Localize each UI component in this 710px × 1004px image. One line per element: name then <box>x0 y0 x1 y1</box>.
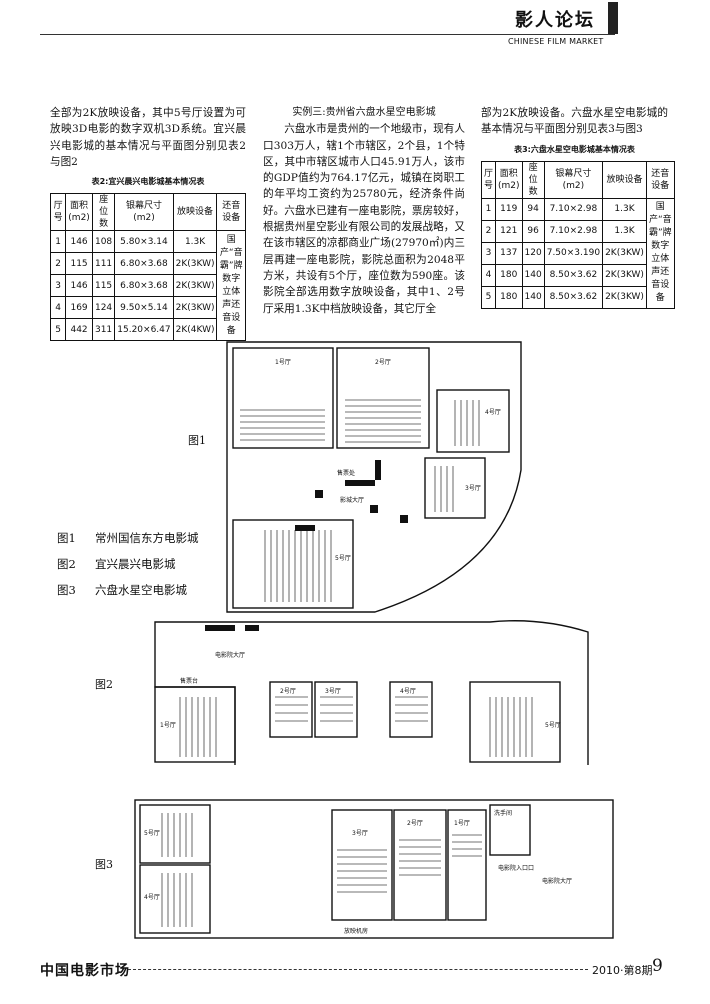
room-label: 售票台 <box>180 677 198 685</box>
hall-3-outline <box>331 809 393 921</box>
table3-caption: 表3:六盘水星空电影城基本情况表 <box>514 144 635 154</box>
hall-2-outline <box>336 347 430 449</box>
section-subtitle: CHINESE FILM MARKET <box>508 37 604 46</box>
hall-1-outline <box>447 809 487 921</box>
sound-equipment-cell: 国产“音霸”牌数字立体声还音设备 <box>645 197 675 309</box>
hall-4-outline <box>436 389 510 453</box>
room-label: 放映机房 <box>344 927 368 935</box>
column-1: 全部为2K放映设备，其中5号厅设置为可放映3D电影的数字双机3D系统。宜兴晨兴电… <box>49 105 246 342</box>
hall-5-outline <box>232 519 354 609</box>
room-label: 4号厅 <box>144 894 160 901</box>
header-rule <box>40 34 615 35</box>
hall-5-outline <box>139 804 211 864</box>
room-label: 电影院大厅 <box>215 651 245 659</box>
room-label: 1号厅 <box>275 359 291 366</box>
case-heading: 实例三:贵州省六盘水星空电影城 <box>292 107 436 118</box>
room-label: 5号厅 <box>545 722 561 729</box>
room-label: 2号厅 <box>280 688 296 695</box>
issue-number: 2010·第8期 <box>592 964 653 977</box>
room-label: 电影院大厅 <box>542 877 572 885</box>
room-label: 5号厅 <box>335 555 351 562</box>
hall-3-outline <box>314 681 358 738</box>
room-label: 洗手间 <box>494 809 512 817</box>
room-label: 4号厅 <box>485 409 501 416</box>
room-label: 影城大厅 <box>340 496 364 504</box>
room-label: 3号厅 <box>465 485 481 492</box>
room-label: 电影院入口口 <box>498 864 534 872</box>
room-label: 2号厅 <box>375 359 391 366</box>
room-label: 5号厅 <box>144 830 160 837</box>
header-marker <box>608 2 618 34</box>
floor-plan-figure-2: 电影院大厅 1号厅 2号厅 3号厅 4号厅 5号厅 售票台 <box>154 620 589 765</box>
hall-2-outline <box>393 809 447 921</box>
hall-5-outline <box>469 681 561 763</box>
sound-equipment-cell: 国产“音霸”牌数字立体声还音设备 <box>216 230 246 342</box>
table2-caption: 表2:宜兴晨兴电影城基本情况表 <box>91 177 205 187</box>
footer-rule <box>128 969 588 970</box>
washroom-outline <box>489 804 531 856</box>
col2-paragraph: 六盘水市是贵州的一个地级市，现有人口303万人，辖1个市辖区，2个县，1个特区，… <box>263 123 465 315</box>
room-label: 售票处 <box>337 469 355 477</box>
th-seats: 座位数 <box>91 193 116 232</box>
hall-1-outline <box>154 686 236 763</box>
fig3-label: 图3 <box>95 858 113 871</box>
room-label: 3号厅 <box>325 688 341 695</box>
hall-3-outline <box>424 457 486 519</box>
hall-2-outline <box>269 681 313 738</box>
th-sound: 还音设备 <box>216 193 246 232</box>
th-projector: 放映设备 <box>172 193 218 232</box>
room-label: 4号厅 <box>400 688 416 695</box>
th-area: 面积(m2) <box>65 193 93 232</box>
section-title: 影人论坛 <box>515 10 595 31</box>
room-label: 2号厅 <box>407 820 423 827</box>
fig2-label: 图2 <box>95 678 113 691</box>
floor-plan-figure-1: 1号厅 2号厅 4号厅 3号厅 5号厅 影城大厅 售票处 <box>226 341 522 613</box>
col1-paragraph: 全部为2K放映设备，其中5号厅设置为可放映3D电影的数字双机3D系统。宜兴晨兴电… <box>50 107 246 168</box>
fig1-label: 图1 <box>188 434 206 447</box>
room-label: 1号厅 <box>160 722 176 729</box>
col3-paragraph: 部为2K放映设备。六盘水星空电影城的基本情况与平面图分别见表3与图3 <box>481 107 668 136</box>
hall-4-outline <box>139 864 211 934</box>
th-screen: 银幕尺寸(m2) <box>114 193 174 232</box>
room-label: 3号厅 <box>352 830 368 837</box>
page-number: 9 <box>652 956 663 976</box>
hall-1-outline <box>232 347 334 449</box>
floor-plan-figure-3: 5号厅 4号厅 3号厅 2号厅 1号厅 洗手间 电影院入口口 电影院大厅 放映机… <box>134 799 614 939</box>
hall-4-outline <box>389 681 433 738</box>
column-2: 实例三:贵州省六盘水星空电影城 六盘水市是贵州的一个地级市，现有人口303万人，… <box>263 105 465 317</box>
th-hall: 厅号 <box>49 193 67 232</box>
journal-brand: 中国电影市场 <box>40 963 130 979</box>
room-label: 1号厅 <box>454 820 470 827</box>
column-3: 部为2K放映设备。六盘水星空电影城的基本情况与平面图分别见表3与图3 表3:六盘… <box>480 105 675 309</box>
